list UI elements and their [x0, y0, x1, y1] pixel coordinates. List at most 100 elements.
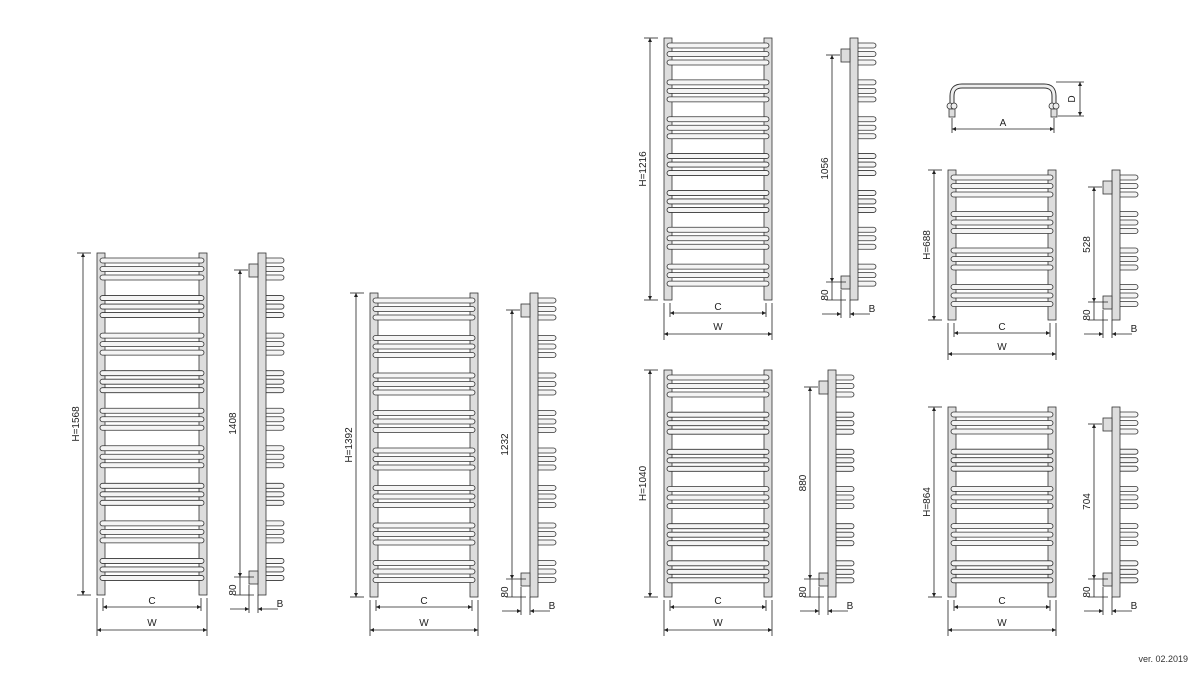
- top-connector: [248, 263, 259, 278]
- horizontal-bar: [666, 540, 770, 547]
- horizontal-bar: [99, 303, 205, 310]
- right-rail: [469, 292, 479, 598]
- w-label: W: [997, 342, 1007, 353]
- horizontal-bar: [99, 499, 205, 506]
- horizontal-bar: [99, 370, 205, 377]
- height-label: H=1216: [638, 151, 649, 187]
- horizontal-bar: [372, 568, 476, 575]
- side-rail: [1111, 406, 1121, 598]
- horizontal-bar: [372, 427, 476, 433]
- horizontal-bar: [950, 292, 1054, 299]
- horizontal-bar: [950, 247, 1054, 254]
- horizontal-bar: [99, 312, 205, 318]
- w-label: W: [147, 618, 157, 629]
- horizontal-bar: [950, 448, 1054, 455]
- right-rail: [763, 369, 773, 598]
- left-rail: [947, 406, 957, 598]
- horizontal-bar: [950, 577, 1054, 584]
- horizontal-bar: [99, 520, 205, 527]
- horizontal-bar: [666, 124, 770, 131]
- left-rail: [947, 169, 957, 321]
- c-label: C: [420, 596, 427, 607]
- horizontal-bar: [666, 42, 770, 49]
- b-label: B: [847, 601, 854, 612]
- horizontal-bar: [99, 566, 205, 573]
- right-rail: [763, 37, 773, 301]
- horizontal-bar: [950, 284, 1054, 290]
- horizontal-bar: [372, 389, 476, 396]
- horizontal-bar: [666, 280, 770, 287]
- horizontal-bar: [372, 381, 476, 387]
- bracket-foot: [1050, 108, 1058, 118]
- left-rail: [663, 37, 673, 301]
- horizontal-bar: [99, 424, 205, 431]
- horizontal-bar: [666, 383, 770, 389]
- horizontal-bar: [372, 485, 476, 491]
- horizontal-bar: [666, 116, 770, 123]
- top-connector: [840, 48, 851, 63]
- horizontal-bar: [950, 540, 1054, 546]
- horizontal-bar: [950, 485, 1054, 492]
- offset-label: 80: [798, 586, 809, 598]
- horizontal-bar: [950, 411, 1054, 418]
- bracket-top-view: AD: [946, 81, 1084, 133]
- c-label: C: [148, 596, 155, 607]
- d-label: D: [1067, 95, 1078, 102]
- height-label: H=864: [922, 487, 933, 517]
- horizontal-bar: [372, 493, 476, 500]
- w-label: W: [419, 618, 429, 629]
- horizontal-bar: [666, 59, 770, 66]
- horizontal-bar: [99, 575, 205, 581]
- offset-label: 80: [1082, 309, 1093, 321]
- bottom-connector: [840, 275, 851, 290]
- horizontal-bar: [950, 174, 1054, 181]
- horizontal-bar: [372, 502, 476, 508]
- horizontal-bar: [666, 577, 770, 584]
- horizontal-bar: [950, 301, 1054, 307]
- offset-label: 80: [820, 289, 831, 301]
- b-label: B: [869, 304, 876, 315]
- horizontal-bar: [666, 523, 770, 530]
- horizontal-bar: [666, 374, 770, 381]
- height-label: H=1568: [71, 406, 82, 442]
- horizontal-bar: [950, 494, 1054, 501]
- bracket-outline: [949, 83, 1057, 104]
- right-rail: [198, 252, 208, 596]
- horizontal-bar: [666, 170, 770, 176]
- left-rail: [96, 252, 106, 596]
- right-rail: [1047, 406, 1057, 598]
- horizontal-bar: [99, 266, 205, 272]
- horizontal-bar: [372, 464, 476, 471]
- top-connector: [818, 380, 829, 395]
- horizontal-bar: [950, 428, 1054, 435]
- horizontal-bar: [666, 568, 770, 575]
- axis-spacing-label: 880: [798, 474, 809, 491]
- version-label: ver. 02.2019: [1138, 654, 1188, 664]
- w-label: W: [713, 322, 723, 333]
- horizontal-bar: [99, 537, 205, 544]
- left-rail: [663, 369, 673, 598]
- horizontal-bar: [666, 465, 770, 472]
- horizontal-bar: [666, 190, 770, 196]
- horizontal-bar: [666, 457, 770, 464]
- b-label: B: [549, 601, 556, 612]
- horizontal-bar: [666, 51, 770, 57]
- side-rail: [849, 37, 859, 301]
- horizontal-bar: [99, 295, 205, 301]
- horizontal-bar: [372, 306, 476, 312]
- horizontal-bar: [372, 352, 476, 358]
- horizontal-bar: [666, 198, 770, 205]
- horizontal-bar: [666, 420, 770, 427]
- b-label: B: [1131, 324, 1138, 335]
- c-label: C: [714, 302, 721, 313]
- horizontal-bar: [99, 462, 205, 469]
- b-label: B: [1131, 601, 1138, 612]
